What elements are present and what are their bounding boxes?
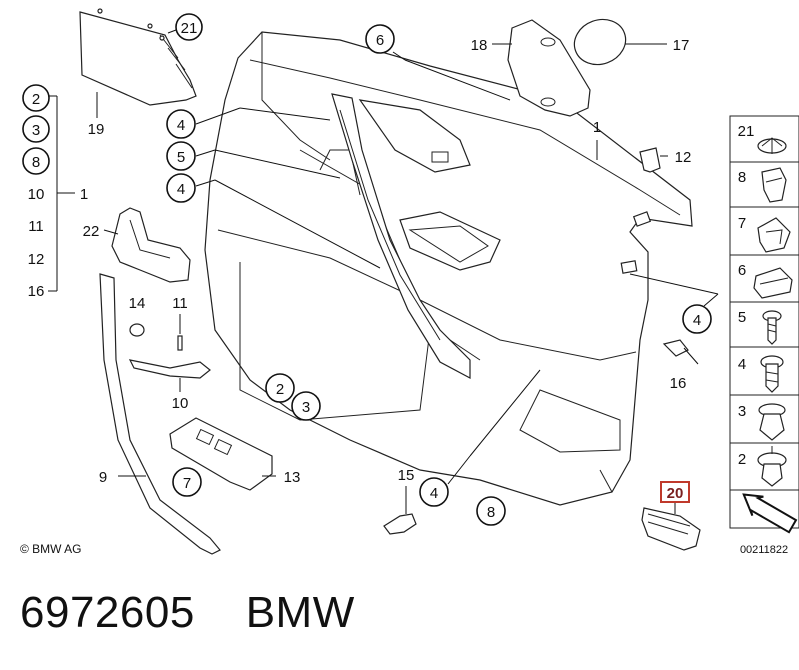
group-target-label: 1	[80, 186, 88, 203]
callout-15: 15	[398, 467, 415, 484]
screw-5-icon	[762, 310, 782, 345]
clip-8-icon	[761, 167, 787, 203]
bracket-part	[103, 207, 191, 283]
callout-4: 4	[177, 181, 185, 198]
callout-13: 13	[284, 469, 301, 486]
callout-20: 20	[667, 485, 684, 502]
callout-19: 19	[88, 121, 105, 138]
screw-4-icon	[760, 355, 784, 393]
clip-part	[639, 147, 668, 173]
group-list: 2 3 8 10 11 12 16 1	[22, 84, 88, 300]
fastener-panel: 21 8 7 6 5 4 3 2	[729, 115, 799, 534]
group-item-label: 8	[32, 154, 40, 171]
callout-22: 22	[83, 223, 100, 240]
speaker-cover-part	[573, 18, 667, 66]
group-item-label: 2	[32, 91, 40, 108]
fastener-label: 3	[738, 403, 746, 420]
highlighted-part-20	[641, 481, 701, 551]
push-clip-3-icon	[758, 403, 786, 441]
fastener-label: 7	[738, 215, 746, 232]
drawing-number: 00211822	[740, 544, 788, 556]
callout-14: 14	[129, 295, 146, 312]
callout-12: 12	[675, 149, 692, 166]
callout-8: 8	[487, 504, 495, 521]
fastener-label: 8	[738, 169, 746, 186]
group-item-label: 10	[28, 186, 45, 203]
handle-part	[128, 359, 211, 392]
group-item-label: 16	[28, 283, 45, 300]
callout-5: 5	[177, 149, 185, 166]
callout-3: 3	[302, 399, 310, 416]
clip-6-icon	[753, 267, 793, 299]
group-item-label: 12	[28, 251, 45, 268]
copyright-notice: © BMW AG	[20, 542, 82, 556]
clip-15-part	[383, 486, 417, 535]
window-switch-part	[169, 417, 276, 491]
pin-part	[177, 314, 183, 351]
cap-part	[129, 323, 145, 337]
part-number-footer: 6972605 BMW	[20, 588, 355, 638]
fastener-label: 2	[738, 451, 746, 468]
clip-7-icon	[757, 217, 791, 253]
fastener-label: 4	[738, 356, 746, 373]
trim-strip-part	[99, 273, 221, 555]
callout-7: 7	[183, 475, 191, 492]
callout-6: 6	[376, 32, 384, 49]
group-item-label: 11	[28, 218, 44, 235]
callout-18: 18	[471, 37, 488, 54]
callout-4: 4	[693, 312, 701, 329]
fastener-label: 21	[738, 123, 755, 140]
arrow-right-icon	[742, 493, 798, 534]
sound-insulation-part	[492, 19, 591, 117]
callout-21: 21	[181, 20, 198, 37]
mirror-cover-part	[79, 8, 197, 118]
group-item-label: 3	[32, 122, 40, 139]
callout-2: 2	[276, 381, 284, 398]
fastener-label: 6	[738, 262, 746, 279]
rivet-21-icon	[757, 137, 787, 154]
callout-10: 10	[172, 395, 189, 412]
callout-1: 1	[593, 119, 601, 136]
callout-9: 9	[99, 469, 107, 486]
callout-16: 16	[670, 375, 687, 392]
callout-11: 11	[172, 295, 188, 312]
callout-4: 4	[430, 485, 438, 502]
fastener-label: 5	[738, 309, 746, 326]
brand-name: BMW	[245, 588, 355, 637]
callout-4: 4	[177, 117, 185, 134]
push-clip-2-icon	[757, 446, 787, 487]
door-trim-panel	[204, 31, 693, 506]
callout-17: 17	[673, 37, 690, 54]
part-number: 6972605	[20, 588, 195, 637]
lamp-part	[662, 339, 699, 365]
